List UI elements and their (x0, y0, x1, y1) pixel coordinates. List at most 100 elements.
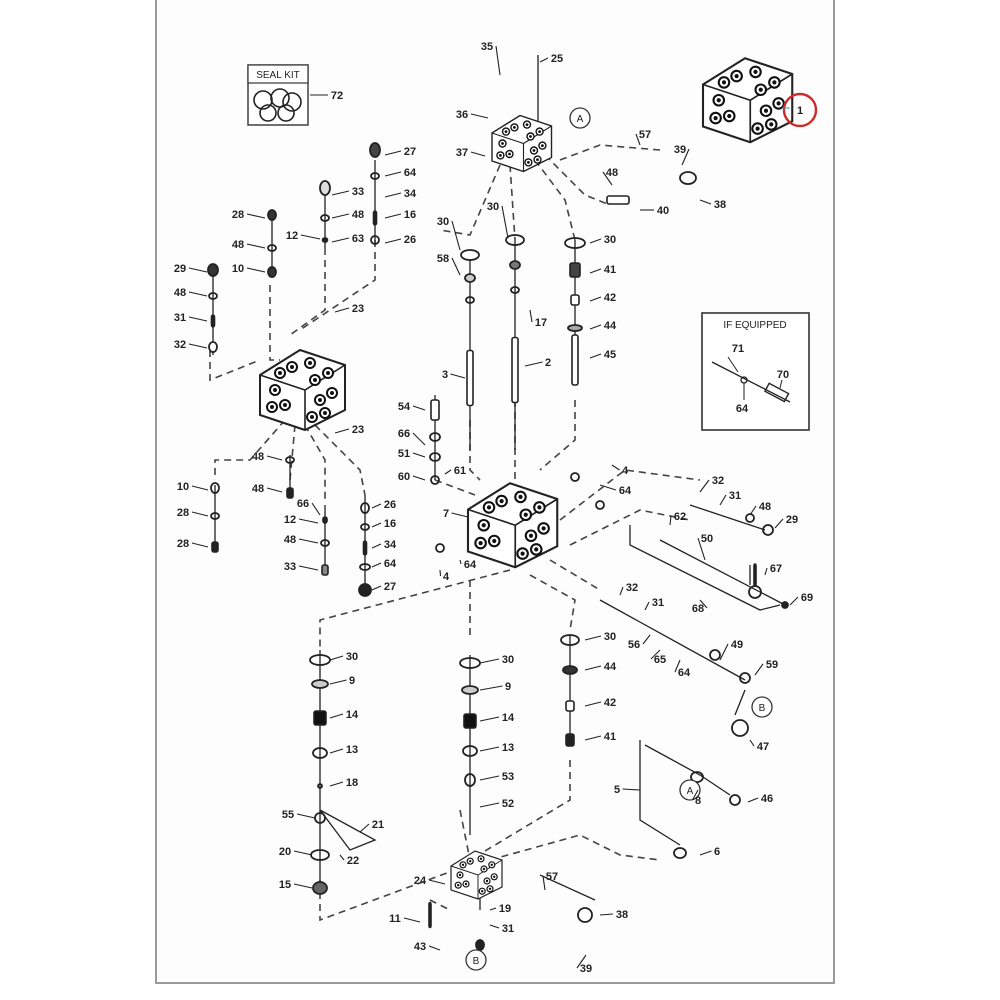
callout-6[interactable]: 6 (714, 846, 720, 858)
callout-14[interactable]: 14 (346, 709, 359, 721)
callout-45[interactable]: 45 (604, 349, 616, 361)
callout-14[interactable]: 14 (502, 712, 515, 724)
callout-53[interactable]: 53 (502, 771, 514, 783)
callout-65[interactable]: 65 (654, 654, 666, 666)
callout-33[interactable]: 33 (284, 561, 296, 573)
callout-28[interactable]: 28 (177, 507, 189, 519)
callout-66[interactable]: 66 (297, 498, 309, 510)
callout-48[interactable]: 48 (252, 451, 264, 463)
callout-25[interactable]: 25 (551, 53, 563, 65)
callout-40[interactable]: 40 (657, 205, 669, 217)
callout-31[interactable]: 31 (502, 923, 514, 935)
callout-70[interactable]: 70 (777, 369, 789, 381)
callout-66[interactable]: 66 (398, 428, 410, 440)
callout-72[interactable]: 72 (331, 90, 343, 102)
callout-64[interactable]: 64 (678, 667, 691, 679)
callout-19[interactable]: 19 (499, 903, 511, 915)
callout-48[interactable]: 48 (252, 483, 264, 495)
callout-5[interactable]: 5 (614, 784, 620, 796)
callout-48[interactable]: 48 (352, 209, 364, 221)
callout-16[interactable]: 16 (404, 209, 416, 221)
callout-9[interactable]: 9 (505, 681, 511, 693)
callout-12[interactable]: 12 (286, 230, 298, 242)
callout-32[interactable]: 32 (712, 475, 724, 487)
callout-31[interactable]: 31 (729, 490, 741, 502)
callout-32[interactable]: 32 (626, 582, 638, 594)
callout-64[interactable]: 64 (736, 403, 749, 415)
callout-1[interactable]: 1 (797, 105, 803, 117)
callout-34[interactable]: 34 (384, 539, 397, 551)
callout-38[interactable]: 38 (714, 199, 726, 211)
callout-13[interactable]: 13 (346, 744, 358, 756)
callout-28[interactable]: 28 (177, 538, 189, 550)
callout-18[interactable]: 18 (346, 777, 358, 789)
callout-30[interactable]: 30 (487, 201, 499, 213)
callout-11[interactable]: 11 (389, 913, 401, 925)
callout-30[interactable]: 30 (604, 631, 616, 643)
callout-48[interactable]: 48 (759, 501, 771, 513)
callout-29[interactable]: 29 (174, 263, 186, 275)
callout-39[interactable]: 39 (674, 144, 686, 156)
callout-61[interactable]: 61 (454, 465, 466, 477)
callout-42[interactable]: 42 (604, 292, 616, 304)
callout-4[interactable]: 4 (622, 465, 629, 477)
callout-42[interactable]: 42 (604, 697, 616, 709)
callout-69[interactable]: 69 (801, 592, 813, 604)
callout-44[interactable]: 44 (604, 320, 617, 332)
callout-3[interactable]: 3 (442, 369, 448, 381)
callout-71[interactable]: 71 (732, 343, 744, 355)
callout-48[interactable]: 48 (284, 534, 296, 546)
callout-59[interactable]: 59 (766, 659, 778, 671)
callout-10[interactable]: 10 (232, 263, 244, 275)
callout-28[interactable]: 28 (232, 209, 244, 221)
callout-9[interactable]: 9 (349, 675, 355, 687)
callout-31[interactable]: 31 (652, 597, 664, 609)
callout-13[interactable]: 13 (502, 742, 514, 754)
callout-30[interactable]: 30 (502, 654, 514, 666)
callout-20[interactable]: 20 (279, 846, 291, 858)
callout-68[interactable]: 68 (692, 603, 704, 615)
callout-17[interactable]: 17 (535, 317, 547, 329)
callout-8[interactable]: 8 (695, 795, 701, 807)
callout-64[interactable]: 64 (619, 485, 632, 497)
callout-51[interactable]: 51 (398, 448, 410, 460)
callout-23[interactable]: 23 (352, 424, 364, 436)
callout-23[interactable]: 23 (352, 303, 364, 315)
callout-26[interactable]: 26 (404, 234, 416, 246)
callout-56[interactable]: 56 (628, 639, 640, 651)
callout-60[interactable]: 60 (398, 471, 410, 483)
callout-43[interactable]: 43 (414, 941, 426, 953)
callout-29[interactable]: 29 (786, 514, 798, 526)
callout-47[interactable]: 47 (757, 741, 769, 753)
callout-41[interactable]: 41 (604, 264, 616, 276)
callout-64[interactable]: 64 (464, 559, 477, 571)
callout-54[interactable]: 54 (398, 401, 411, 413)
callout-64[interactable]: 64 (404, 167, 417, 179)
callout-48[interactable]: 48 (174, 287, 186, 299)
callout-30[interactable]: 30 (437, 216, 449, 228)
callout-44[interactable]: 44 (604, 661, 617, 673)
callout-41[interactable]: 41 (604, 731, 616, 743)
callout-62[interactable]: 62 (674, 511, 686, 523)
callout-34[interactable]: 34 (404, 188, 417, 200)
callout-52[interactable]: 52 (502, 798, 514, 810)
callout-39[interactable]: 39 (580, 963, 592, 975)
callout-30[interactable]: 30 (604, 234, 616, 246)
callout-27[interactable]: 27 (404, 146, 416, 158)
callout-10[interactable]: 10 (177, 481, 189, 493)
callout-31[interactable]: 31 (174, 312, 186, 324)
callout-30[interactable]: 30 (346, 651, 358, 663)
callout-38[interactable]: 38 (616, 909, 628, 921)
callout-46[interactable]: 46 (761, 793, 773, 805)
callout-12[interactable]: 12 (284, 514, 296, 526)
callout-35[interactable]: 35 (481, 41, 493, 53)
callout-26[interactable]: 26 (384, 499, 396, 511)
callout-15[interactable]: 15 (279, 879, 291, 891)
callout-7[interactable]: 7 (443, 508, 449, 520)
callout-24[interactable]: 24 (414, 875, 427, 887)
callout-21[interactable]: 21 (372, 819, 384, 831)
callout-33[interactable]: 33 (352, 186, 364, 198)
callout-16[interactable]: 16 (384, 518, 396, 530)
callout-64[interactable]: 64 (384, 558, 397, 570)
callout-49[interactable]: 49 (731, 639, 743, 651)
